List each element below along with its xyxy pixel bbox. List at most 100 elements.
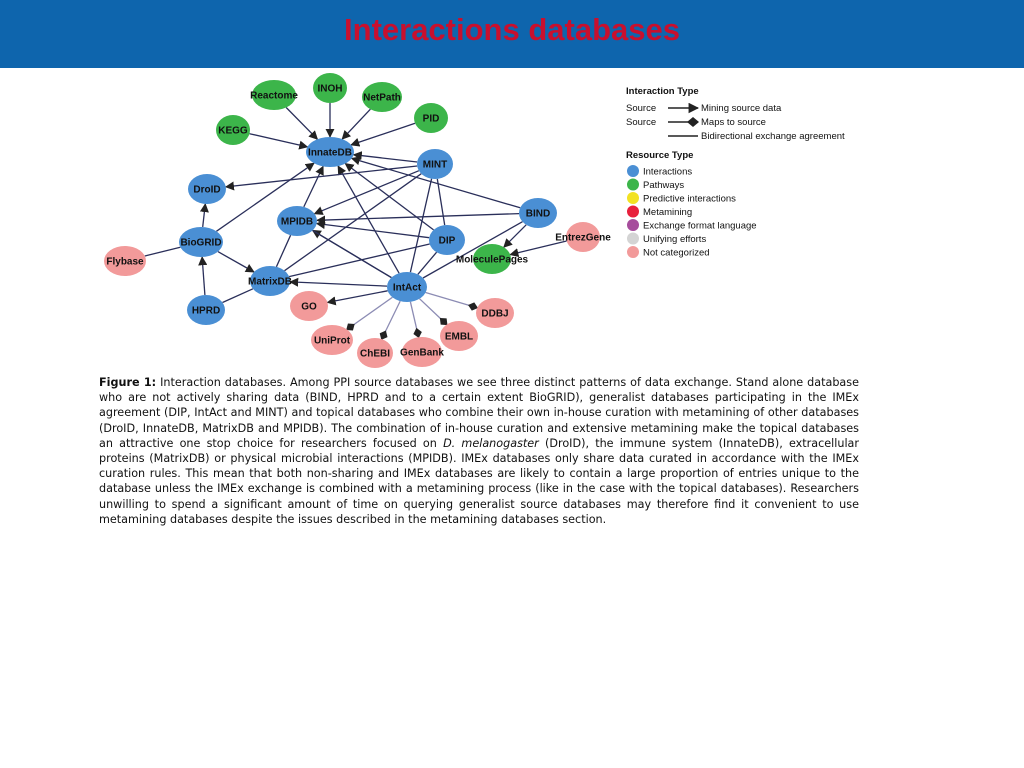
edge-intact-uniprot (346, 296, 393, 331)
database-network-diagram: ReactomeINOHNetPathPIDKEGGInnateDBMINTDr… (104, 73, 845, 368)
legend-mining-label: Mining source data (701, 103, 782, 114)
node-label: NetPath (363, 93, 401, 104)
node-uniprot: UniProt (311, 325, 353, 355)
legend-resource-label: Interactions (643, 167, 692, 178)
node-moleculepages: MoleculePages (456, 244, 529, 274)
node-label: DroID (193, 185, 220, 196)
node-matrixdb: MatrixDB (248, 266, 292, 296)
caption-species: D. melanogaster (443, 436, 539, 450)
node-label: HPRD (192, 306, 220, 317)
node-label: InnateDB (308, 148, 352, 159)
node-circle (250, 266, 290, 296)
node-biogrid: BioGRID (179, 227, 223, 257)
node-circle (417, 149, 453, 179)
legend-swatch (627, 165, 639, 177)
node-inoh: INOH (313, 73, 347, 103)
legend-resource-label: Metamining (643, 207, 692, 218)
legend-resource-label: Pathways (643, 180, 684, 191)
node-circle (414, 103, 448, 133)
node-circle (290, 291, 328, 321)
node-circle (429, 225, 465, 255)
node-circle (476, 298, 514, 328)
node-hprd: HPRD (187, 295, 225, 325)
node-layer: ReactomeINOHNetPathPIDKEGGInnateDBMINTDr… (104, 73, 611, 368)
node-label: Flybase (106, 257, 144, 268)
node-mint: MINT (417, 149, 453, 179)
legend-resource-type-heading: Resource Type (626, 150, 693, 161)
node-circle (188, 174, 226, 204)
edge-bind-intact (422, 221, 523, 279)
edge-intact-chebi (379, 300, 401, 340)
caption-text-post: (DroID), the immune system (InnateDB), e… (99, 436, 860, 526)
node-label: MPIDB (281, 217, 313, 228)
edge-biogrid-droid (199, 202, 209, 228)
edge-intact-go (326, 290, 388, 306)
slide-header: Interactions databases (0, 0, 1024, 68)
node-innatedb: InnateDB (306, 137, 354, 167)
node-dip: DIP (429, 225, 465, 255)
node-circle (252, 80, 296, 110)
node-label: BIND (526, 209, 550, 220)
node-circle (311, 325, 353, 355)
legend-resource-label: Predictive interactions (643, 194, 736, 205)
edge-mint-dip (436, 178, 446, 226)
edge-bind-innatedb (350, 156, 521, 209)
node-label: GO (301, 302, 317, 313)
node-reactome: Reactome (250, 80, 298, 110)
node-label: EMBL (445, 332, 473, 343)
figure-label: Figure 1: (99, 376, 157, 389)
node-label: PID (423, 114, 440, 125)
node-label: EntrezGene (555, 233, 611, 244)
legend-resource-label: Unifying efforts (643, 234, 706, 245)
edge-intact-innatedb (337, 165, 400, 274)
legend-swatch (627, 219, 639, 231)
node-circle (306, 137, 354, 167)
node-label: DDBJ (481, 309, 508, 320)
node-go: GO (290, 291, 328, 321)
edge-bind-moleculepages (503, 224, 527, 248)
edge-mint-innatedb (352, 151, 418, 163)
node-circle (387, 272, 427, 302)
node-circle (313, 73, 347, 103)
node-circle (104, 246, 146, 276)
legend-swatch (627, 246, 639, 258)
legend-resource-label: Exchange format language (643, 221, 757, 232)
node-circle (519, 198, 557, 228)
edge-mint-matrixdb (284, 173, 422, 272)
edge-hprd-matrixdb (222, 288, 254, 304)
edge-dip-matrixdb (288, 243, 430, 278)
legend-swatch (627, 205, 639, 218)
edge-biogrid-matrixdb (217, 251, 255, 273)
edge-dip-mpidb (315, 220, 430, 239)
node-mpidb: MPIDB (277, 206, 317, 236)
legend-bidirectional-label: Bidirectional exchange agreement (701, 131, 845, 142)
edge-layer (144, 103, 567, 340)
edge-intact-ddbj (425, 291, 479, 311)
legend-maps-label: Maps to source (701, 117, 766, 128)
legend-swatch (627, 192, 639, 204)
node-label: MINT (423, 160, 447, 171)
slide-title: Interactions databases (344, 12, 680, 47)
edge-netpath-innatedb (341, 108, 371, 140)
node-entrezgene: EntrezGene (555, 222, 611, 252)
edge-biogrid-innatedb (216, 162, 315, 232)
node-circle (362, 82, 402, 112)
node-intact: IntAct (387, 272, 427, 302)
figure-caption: Figure 1: Interaction databases. Among P… (99, 375, 859, 527)
node-label: MoleculePages (456, 255, 529, 266)
edge-entrezgene-moleculepages (509, 240, 567, 258)
edge-reactome-innatedb (285, 107, 319, 140)
node-label: ChEBI (360, 349, 390, 360)
edge-mpidb-innatedb (303, 165, 324, 208)
edge-hprd-biogrid (198, 256, 208, 296)
legend: Interaction Type Source Mining source da… (626, 86, 845, 259)
node-circle (187, 295, 225, 325)
node-circle (473, 244, 511, 274)
node-label: DIP (439, 236, 456, 247)
node-chebi: ChEBI (357, 338, 393, 368)
node-circle (179, 227, 223, 257)
node-label: INOH (318, 84, 343, 95)
node-circle (277, 206, 317, 236)
node-netpath: NetPath (362, 82, 402, 112)
